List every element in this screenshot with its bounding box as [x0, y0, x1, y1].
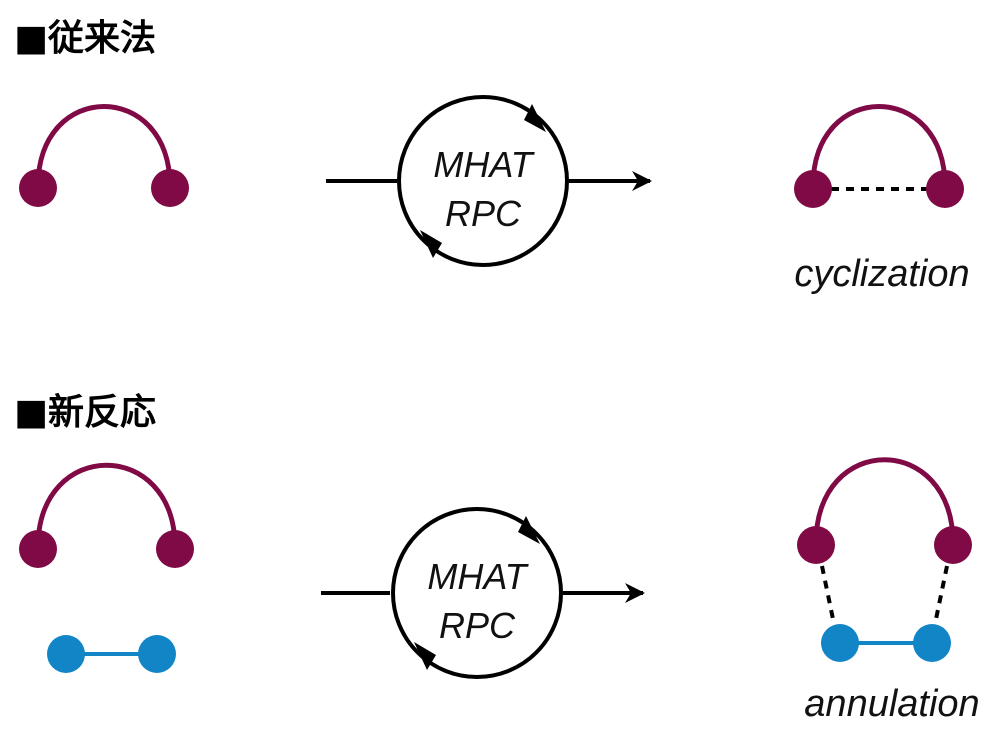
new-product: annulation — [797, 457, 980, 725]
partner-site-right — [138, 635, 176, 673]
reactive-site-right — [926, 170, 964, 208]
conventional-reaction-arrow: MHAT RPC — [326, 95, 652, 267]
reactive-site-left — [794, 170, 832, 208]
tether-arc — [35, 462, 178, 548]
conventional-heading: ■従来法 — [14, 18, 156, 59]
partner-site-left — [47, 635, 85, 673]
new-reaction-arrow: MHAT RPC — [321, 507, 645, 679]
conventional-product: cyclization — [794, 104, 970, 295]
cycle-arrow-icon — [420, 230, 442, 258]
cycle-arrow-icon — [518, 516, 540, 544]
new-bond-left — [820, 565, 836, 625]
catalytic-cycle — [391, 507, 563, 679]
annulation-label: annulation — [804, 683, 979, 725]
cycle-arrow-icon — [414, 642, 436, 670]
reactive-site-left — [19, 530, 57, 568]
condition-rpc: RPC — [445, 193, 522, 234]
partner-site-left — [821, 624, 859, 662]
condition-mhat: MHAT — [433, 144, 535, 185]
new-bond-right — [933, 565, 949, 625]
reactive-site-right — [156, 530, 194, 568]
new-substrate-partner — [47, 635, 176, 673]
reactive-site-right — [934, 526, 972, 564]
tether-arc — [35, 104, 173, 187]
new-reaction-heading: ■新反応 — [14, 392, 156, 433]
tether-arc — [810, 104, 948, 187]
condition-mhat: MHAT — [427, 556, 529, 597]
partner-site-right — [913, 624, 951, 662]
reactive-site-left — [19, 169, 57, 207]
reactive-site-right — [151, 169, 189, 207]
cyclization-label: cyclization — [794, 253, 969, 295]
cycle-arrow-icon — [524, 104, 546, 132]
new-substrate-tether — [19, 462, 194, 568]
tether-arc — [813, 457, 956, 544]
conventional-substrate — [19, 104, 189, 207]
condition-rpc: RPC — [439, 605, 516, 646]
catalytic-cycle — [397, 95, 569, 267]
reactive-site-left — [797, 526, 835, 564]
